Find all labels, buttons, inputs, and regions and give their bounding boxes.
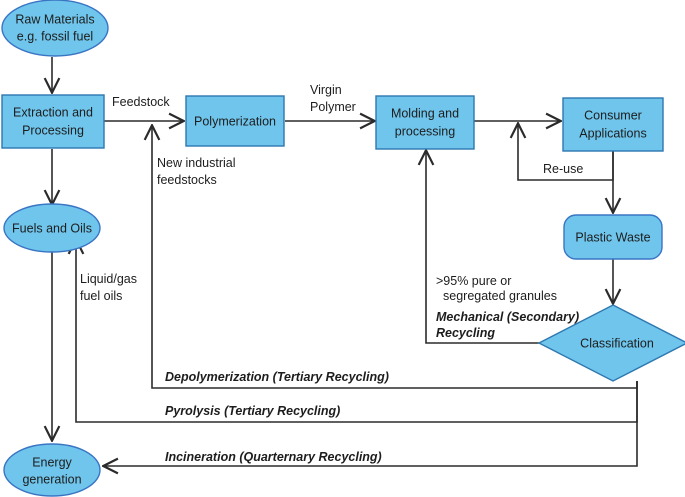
edge-reuse-loop	[518, 124, 614, 181]
edge-label-feedstock: Feedstock	[112, 95, 170, 109]
edge-label-purity-line2: segregated granules	[443, 289, 557, 303]
edge-label-virgin-polymer-line2: Polymer	[310, 100, 356, 114]
node-molding-label-line1: Molding and	[391, 106, 459, 120]
node-extraction-label-line2: Processing	[22, 123, 84, 137]
edge-pyrolysis	[76, 240, 638, 423]
edge-label-liquid-gas-line1: Liquid/gas	[80, 272, 137, 286]
node-plastic-waste[interactable]: Plastic Waste	[563, 214, 663, 260]
node-energy-label-line1: Energy	[32, 455, 72, 469]
edge-label-new-industrial-line1: New industrial	[157, 156, 236, 170]
edge-label-new-industrial-line2: feedstocks	[157, 173, 217, 187]
node-consumer-label-line1: Consumer	[584, 108, 642, 122]
edge-label-depolymerization: Depolymerization (Tertiary Recycling)	[165, 370, 389, 384]
edge-label-pyrolysis: Pyrolysis (Tertiary Recycling)	[165, 404, 340, 418]
node-extraction-label-line1: Extraction and	[13, 105, 93, 119]
node-raw-materials[interactable]: Raw Materials e.g. fossil fuel	[1, 0, 109, 57]
node-classification[interactable]: Classification	[537, 304, 685, 382]
node-classification-label: Classification	[580, 336, 654, 350]
edge-label-incineration: Incineration (Quarternary Recycling)	[165, 450, 382, 464]
node-raw-materials-label-line1: Raw Materials	[15, 12, 94, 26]
node-molding-processing[interactable]: Molding and processing	[375, 95, 475, 150]
node-polymerization-label: Polymerization	[194, 114, 276, 128]
node-fuels-and-oils-label: Fuels and Oils	[12, 221, 92, 235]
edge-label-virgin-polymer-line1: Virgin	[310, 83, 342, 97]
node-consumer-label-line2: Applications	[579, 126, 646, 140]
node-consumer-applications[interactable]: Consumer Applications	[562, 97, 664, 152]
edge-label-reuse: Re-use	[543, 162, 583, 176]
node-raw-materials-label-line2: e.g. fossil fuel	[17, 29, 93, 43]
edge-mechanical-recycling	[426, 151, 541, 344]
edge-label-mechanical-line1: Mechanical (Secondary)	[436, 310, 579, 324]
node-energy-generation[interactable]: Energy generation	[3, 443, 101, 497]
node-extraction-processing[interactable]: Extraction and Processing	[1, 94, 105, 149]
node-plastic-waste-label: Plastic Waste	[575, 230, 650, 244]
node-fuels-and-oils[interactable]: Fuels and Oils	[3, 203, 101, 253]
node-polymerization[interactable]: Polymerization	[185, 95, 285, 147]
edge-label-liquid-gas-line2: fuel oils	[80, 289, 122, 303]
edge-incineration	[104, 381, 638, 466]
node-molding-label-line2: processing	[395, 124, 455, 138]
edge-label-mechanical-line2: Recycling	[436, 326, 495, 340]
node-energy-label-line2: generation	[22, 472, 81, 486]
edge-label-purity-line1: >95% pure or	[436, 274, 511, 288]
